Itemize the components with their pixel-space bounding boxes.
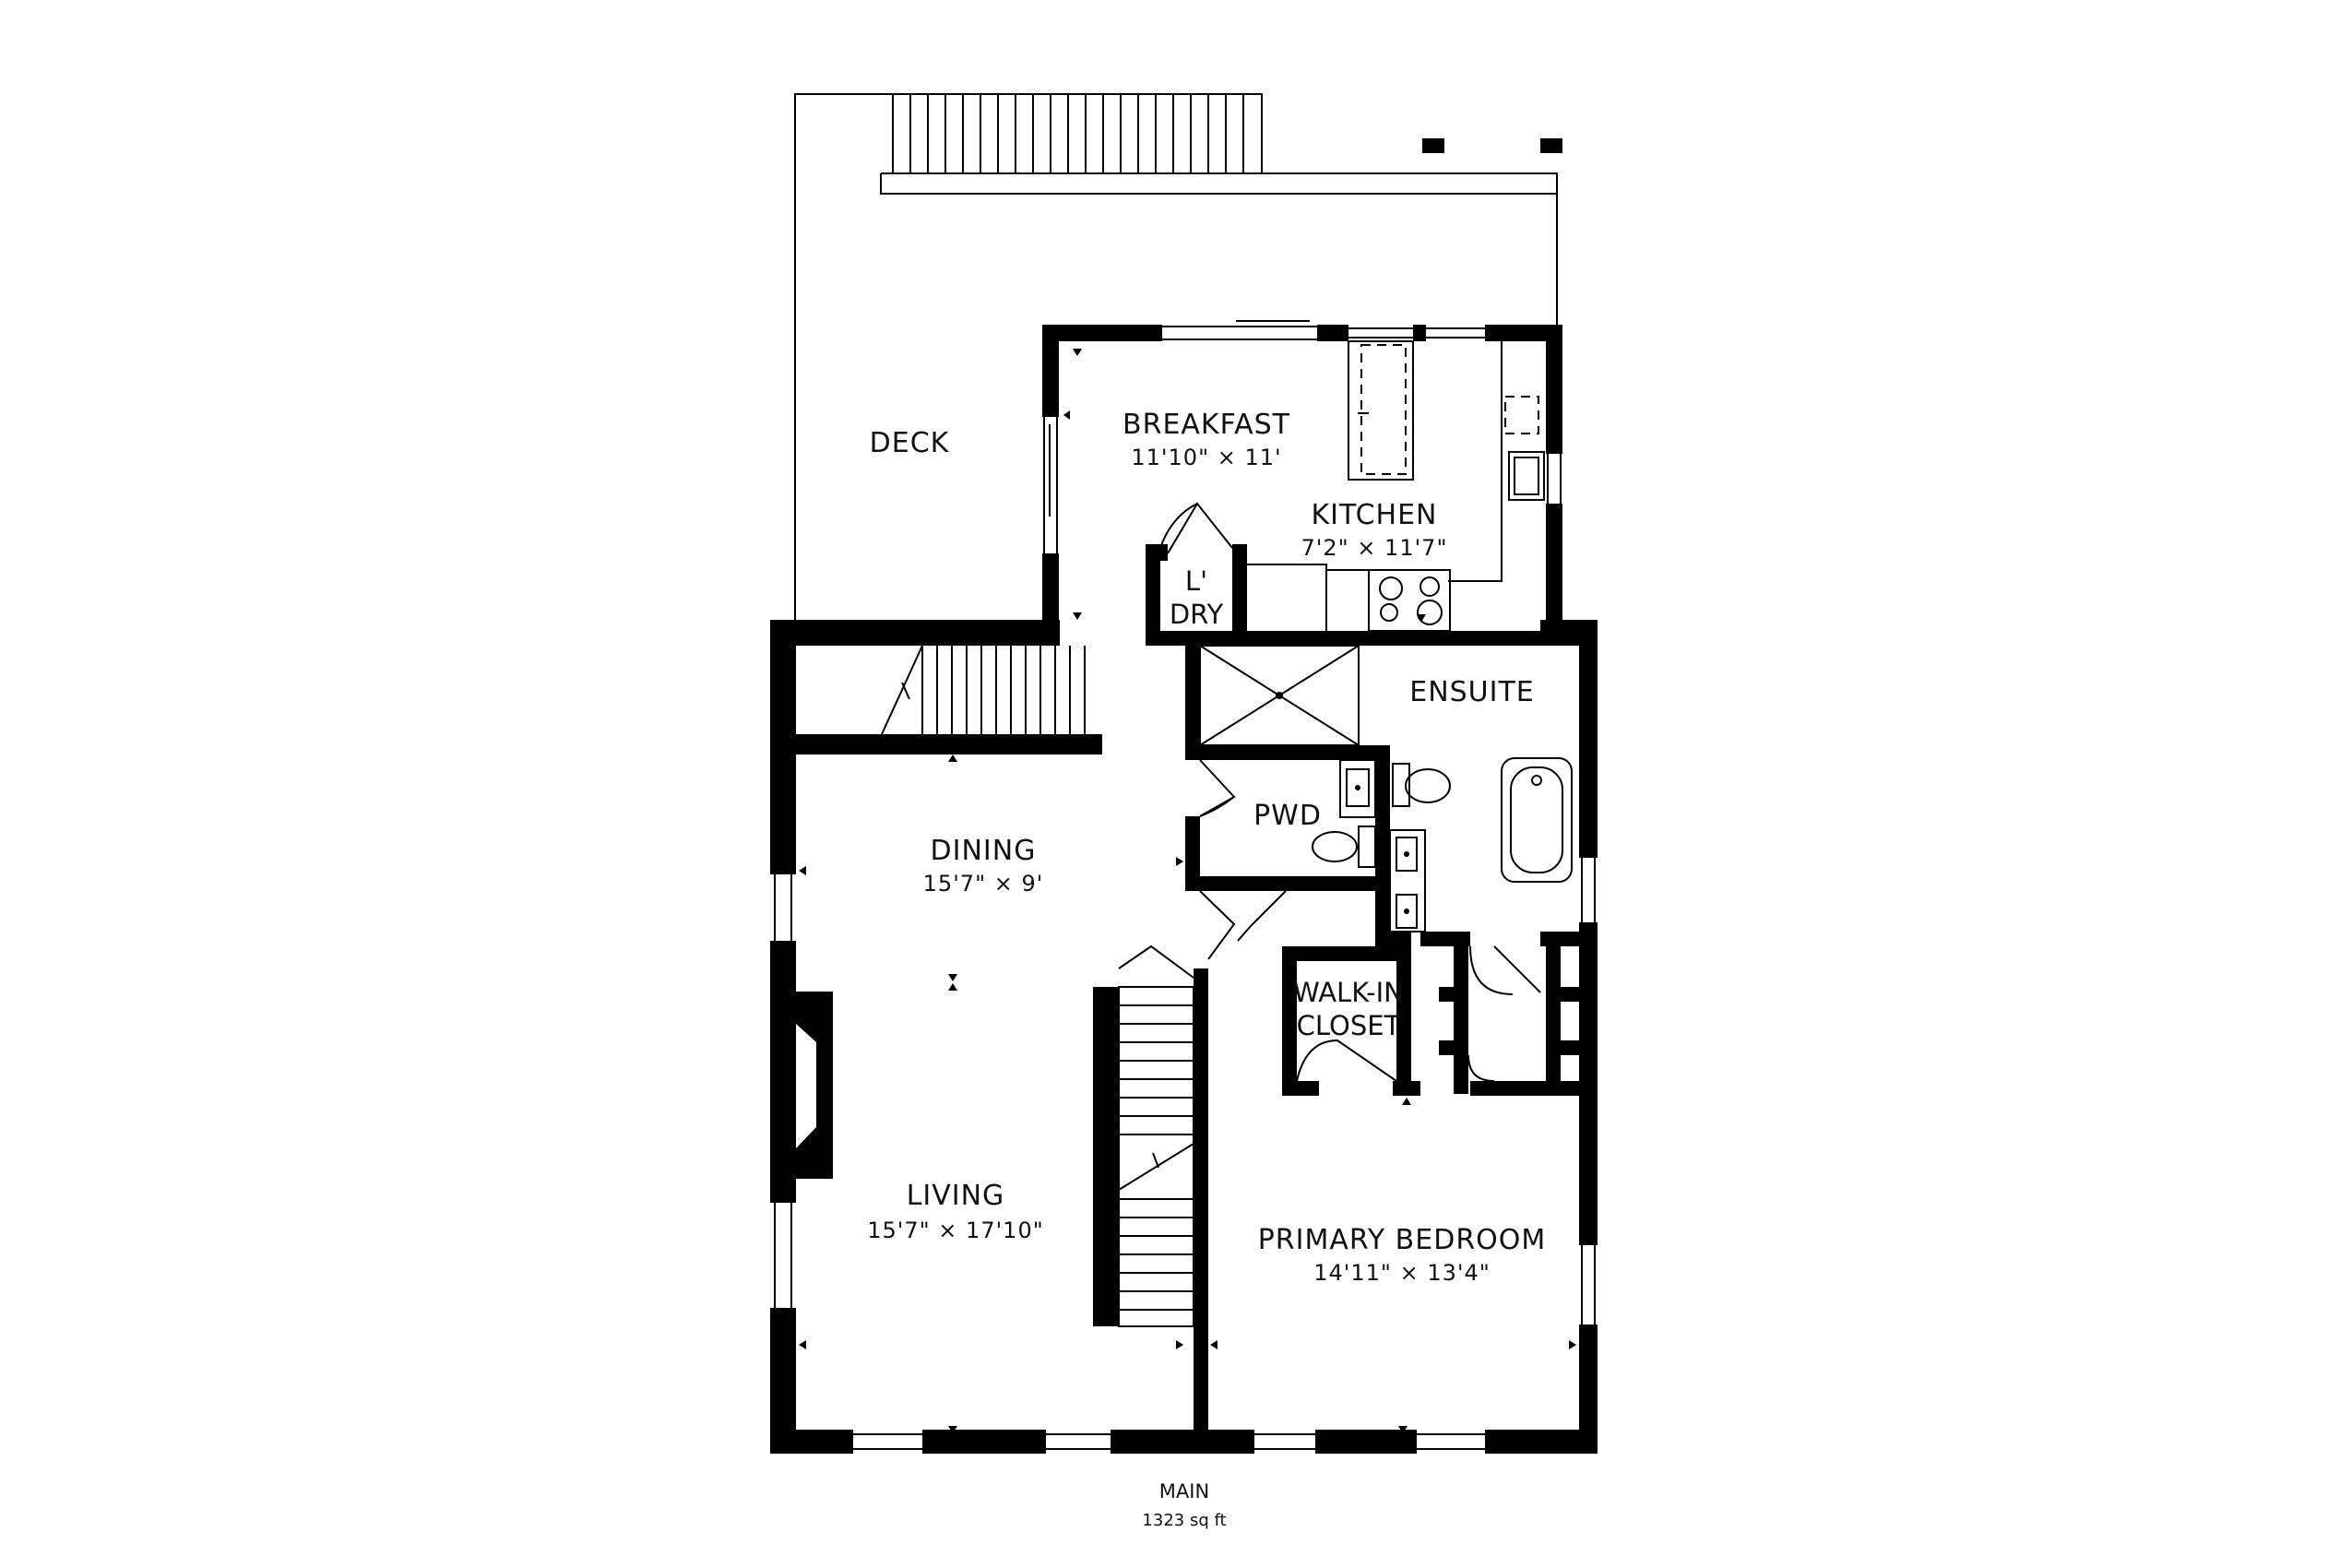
- deck-area: [794, 93, 1562, 625]
- interior-walls: [770, 544, 1598, 1430]
- post: [1540, 138, 1562, 153]
- deck-label: DECK: [870, 427, 950, 459]
- breakfast-label: BREAKFAST: [1123, 409, 1290, 441]
- doors: [1118, 890, 1495, 1082]
- bathtub: [1501, 757, 1573, 883]
- floor-caption: MAIN 1323 sq ft: [1142, 1480, 1226, 1530]
- room-labels: DECK BREAKFAST 11'10" × 11' KITCHEN 7'2"…: [867, 409, 1547, 1286]
- deck-stairs: [892, 93, 1263, 174]
- lower-stairs: [1118, 986, 1194, 1327]
- range: [1368, 569, 1451, 632]
- post: [1422, 138, 1444, 153]
- pwd-fixtures: [1199, 759, 1376, 868]
- pwd-label: PWD: [1253, 800, 1322, 832]
- ensuite-fixtures: [1199, 645, 1573, 995]
- breakfast-dimensions: 11'10" × 11': [1131, 445, 1281, 470]
- shower: [1199, 645, 1360, 746]
- kitchen-sink: [1508, 451, 1545, 501]
- kitchen-label: KITCHEN: [1312, 499, 1438, 531]
- markers: [799, 349, 1576, 1433]
- walkin-closet-label-line2: CLOSET: [1297, 1010, 1401, 1041]
- primary-bedroom-dimensions: 14'11" × 13'4": [1313, 1260, 1491, 1286]
- laundry-label-line1: L': [1185, 565, 1207, 597]
- upper-stairs: [881, 645, 1086, 735]
- primary-bedroom-label: PRIMARY BEDROOM: [1258, 1224, 1547, 1256]
- dining-label: DINING: [931, 835, 1037, 867]
- floor-area: 1323 sq ft: [1142, 1511, 1226, 1530]
- floor-name: MAIN: [1159, 1480, 1209, 1503]
- kitchen-block-walls: [1042, 320, 1562, 633]
- kitchen-island: [1348, 340, 1414, 481]
- living-label: LIVING: [907, 1180, 1005, 1212]
- living-dimensions: 15'7" × 17'10": [867, 1218, 1044, 1243]
- kitchen-dimensions: 7'2" × 11'7": [1301, 535, 1448, 561]
- outer-walls: [770, 620, 1598, 1454]
- walkin-closet-label-line1: WALK-IN: [1293, 977, 1404, 1008]
- kitchen-fixtures: [1247, 340, 1545, 632]
- laundry-label-line2: DRY: [1170, 599, 1224, 630]
- dining-dimensions: 15'7" × 9': [923, 871, 1044, 897]
- laundry-closet: [1146, 502, 1233, 561]
- ensuite-label: ENSUITE: [1409, 676, 1535, 708]
